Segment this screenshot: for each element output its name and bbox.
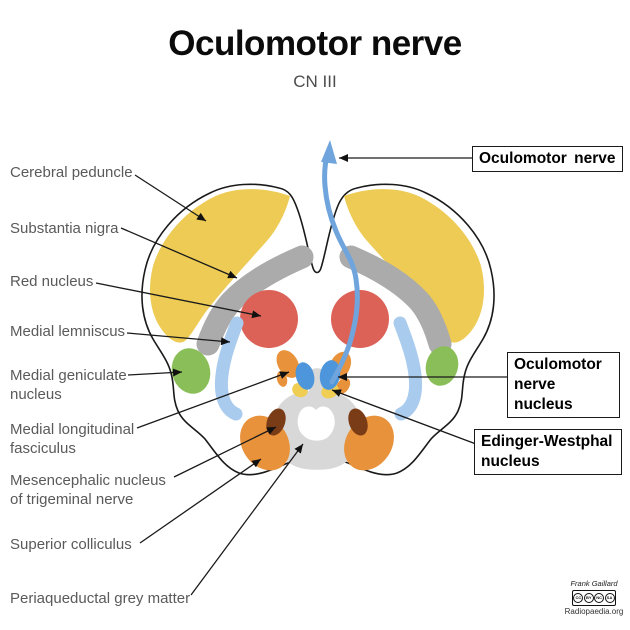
callout-edinger-westphal-nucleus: Edinger-Westphal nucleus [474, 429, 622, 475]
mlf-left [276, 350, 300, 378]
page-subtitle: CN III [293, 72, 337, 91]
label-superior-colliculus: Superior colliculus [10, 536, 132, 553]
oculomotor-nucleus-left [295, 362, 315, 390]
cc-license-badge: cc by nc sa [572, 590, 616, 606]
medial-geniculate-right [425, 346, 459, 386]
watermark-site: Radiopaedia.org [564, 607, 624, 616]
cerebral-peduncles [150, 189, 484, 343]
label-periaqueductal-grey-matter: Periaqueductal grey matter [10, 590, 191, 607]
cc-nc-icon: nc [594, 593, 605, 603]
substantia-nigra-left [196, 245, 314, 356]
leader-red-nucleus [95, 282, 262, 319]
medial-geniculate-left [171, 348, 211, 394]
oculomotor-nerve-nuclei [295, 360, 341, 390]
label-red-nucleus: Red nucleus [10, 273, 94, 290]
label-medial-longitudinal-fasciculus: Medial longitudinal fasciculus [10, 421, 135, 457]
leader-mlf [136, 371, 290, 429]
cc-icon: cc [573, 593, 584, 603]
callout-oculomotor-nerve-nucleus: Oculomotor nerve nucleus [507, 352, 620, 418]
cerebral-peduncle-left [150, 189, 290, 343]
leader-substantia-nigra [120, 227, 238, 279]
leader-edinger-westphal-box [331, 389, 477, 445]
label-mesencephalic-nucleus: Mesencephalic nucleus of trigeminal nerv… [10, 472, 166, 508]
page-title: Oculomotor nerve [168, 24, 462, 63]
red-nucleus-left [240, 290, 298, 348]
leader-periaqueductal [190, 443, 304, 596]
oculomotor-nucleus-right [319, 360, 341, 390]
label-medial-geniculate-nucleus: Medial geniculate nucleus [10, 367, 127, 403]
substantia-nigra-right [339, 245, 452, 356]
leader-cerebral-peduncle [134, 174, 207, 222]
leader-medial-lemniscus [126, 332, 231, 346]
watermark-author: Frank Gaillard [570, 579, 618, 588]
leader-mesencephalic [173, 426, 277, 478]
substantia-nigra [196, 245, 452, 356]
red-nucleus-right [331, 290, 389, 348]
medial-geniculate-nuclei [171, 346, 459, 394]
oculomotor-nerve-arrow [321, 140, 360, 385]
mesencephalic-nucleus-right [348, 408, 368, 436]
cc-by-icon: by [583, 593, 594, 603]
leader-lines [95, 154, 508, 596]
cerebral-peduncle-right [344, 189, 484, 343]
cerebral-aqueduct [297, 406, 335, 441]
oculomotor-nerve-shaft [322, 149, 360, 385]
label-cerebral-peduncle: Cerebral peduncle [10, 164, 133, 181]
leader-superior-colliculus [139, 458, 262, 544]
red-nuclei [240, 290, 389, 348]
label-medial-lemniscus: Medial lemniscus [10, 323, 126, 340]
oculomotor-nerve-arrowhead [321, 140, 337, 164]
label-substantia-nigra: Substantia nigra [10, 220, 119, 237]
callout-oculomotor-nerve: Oculomotor nerve [472, 146, 623, 172]
watermark: Frank Gaillard cc by nc sa Radiopaedia.o… [564, 579, 624, 616]
medial-lemniscus-right [393, 316, 423, 421]
leader-medial-geniculate [127, 368, 183, 377]
cc-sa-icon: sa [604, 593, 615, 603]
